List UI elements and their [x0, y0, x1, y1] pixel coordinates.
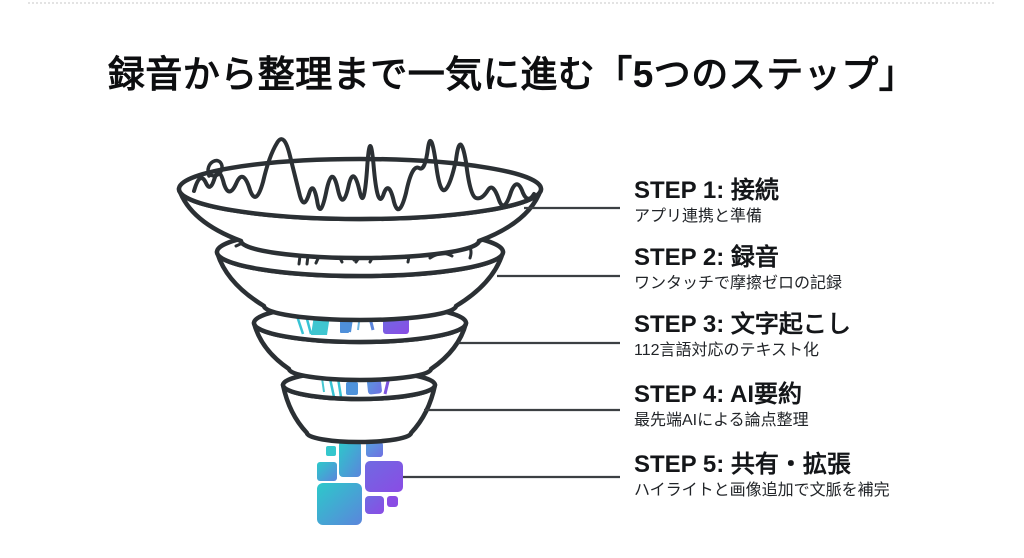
- step-item-5: STEP 5: 共有・拡張 ハイライトと画像追加で文脈を補完: [634, 451, 890, 500]
- pixel-mosaic-icon: [317, 441, 403, 525]
- step-1-label: STEP 1: 接続: [634, 177, 779, 204]
- step-2-label: STEP 2: 録音: [634, 244, 779, 271]
- connector-lines: [403, 206, 620, 479]
- step-5-desc: ハイライトと画像追加で文脈を補完: [634, 481, 890, 499]
- step-4-label: STEP 4: AI要約: [634, 381, 803, 408]
- step-item-4: STEP 4: AI要約 最先端AIによる論点整理: [634, 381, 809, 430]
- step-item-2: STEP 2: 録音 ワンタッチで摩擦ゼロの記録: [634, 244, 843, 293]
- step-2-desc: ワンタッチで摩擦ゼロの記録: [634, 274, 843, 292]
- top-border-line: [28, 2, 994, 4]
- step-item-3: STEP 3: 文字起こし 112言語対応のテキスト化: [634, 311, 851, 360]
- step-3-label: STEP 3: 文字起こし: [634, 311, 851, 338]
- step-1-desc: アプリ連携と準備: [634, 207, 763, 225]
- step-5-label: STEP 5: 共有・拡張: [634, 451, 851, 478]
- page-title: 録音から整理まで一気に進む「5つのステップ」: [107, 54, 917, 95]
- step-item-1: STEP 1: 接続 アプリ連携と準備: [634, 177, 779, 226]
- step-3-desc: 112言語対応のテキスト化: [634, 341, 820, 359]
- audio-waveform-icon: [192, 137, 536, 212]
- step-4-desc: 最先端AIによる論点整理: [634, 411, 809, 429]
